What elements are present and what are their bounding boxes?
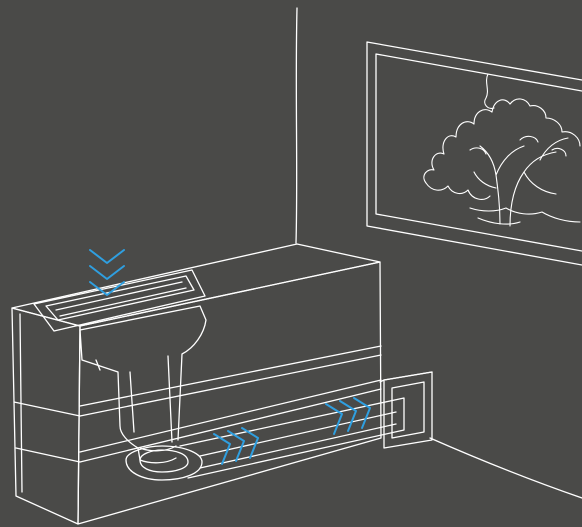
ceiling-floor-edge xyxy=(430,438,582,498)
tree-ground xyxy=(470,208,580,224)
vent-box-top xyxy=(380,372,432,382)
intake-chevron xyxy=(90,266,124,279)
outlet-ring xyxy=(126,446,202,480)
wall-corner-line xyxy=(296,8,297,243)
chevron-right-icon xyxy=(214,398,370,464)
air-purifier-unit xyxy=(12,244,404,524)
tree-canopy-detail xyxy=(470,74,566,156)
intake-vent-slot xyxy=(46,276,194,320)
unit-side-band-lines xyxy=(14,402,80,462)
wall-picture xyxy=(367,42,582,265)
intake-chevron xyxy=(90,250,124,263)
funnel-neck xyxy=(140,446,176,463)
outflow-chevron xyxy=(354,398,370,428)
intake-vent-inner xyxy=(56,282,186,316)
tree-canopy xyxy=(424,99,580,199)
vent-box-inner xyxy=(392,382,424,438)
outflow-chevron xyxy=(340,401,356,431)
vent-box-face xyxy=(384,372,432,448)
outlet-ring-inner xyxy=(140,450,188,472)
tree-illustration xyxy=(424,74,580,226)
outflow-chevron xyxy=(326,404,342,434)
tree-trunk xyxy=(474,138,568,226)
wall-vent-box xyxy=(380,372,432,448)
unit-top-surface xyxy=(12,244,380,326)
